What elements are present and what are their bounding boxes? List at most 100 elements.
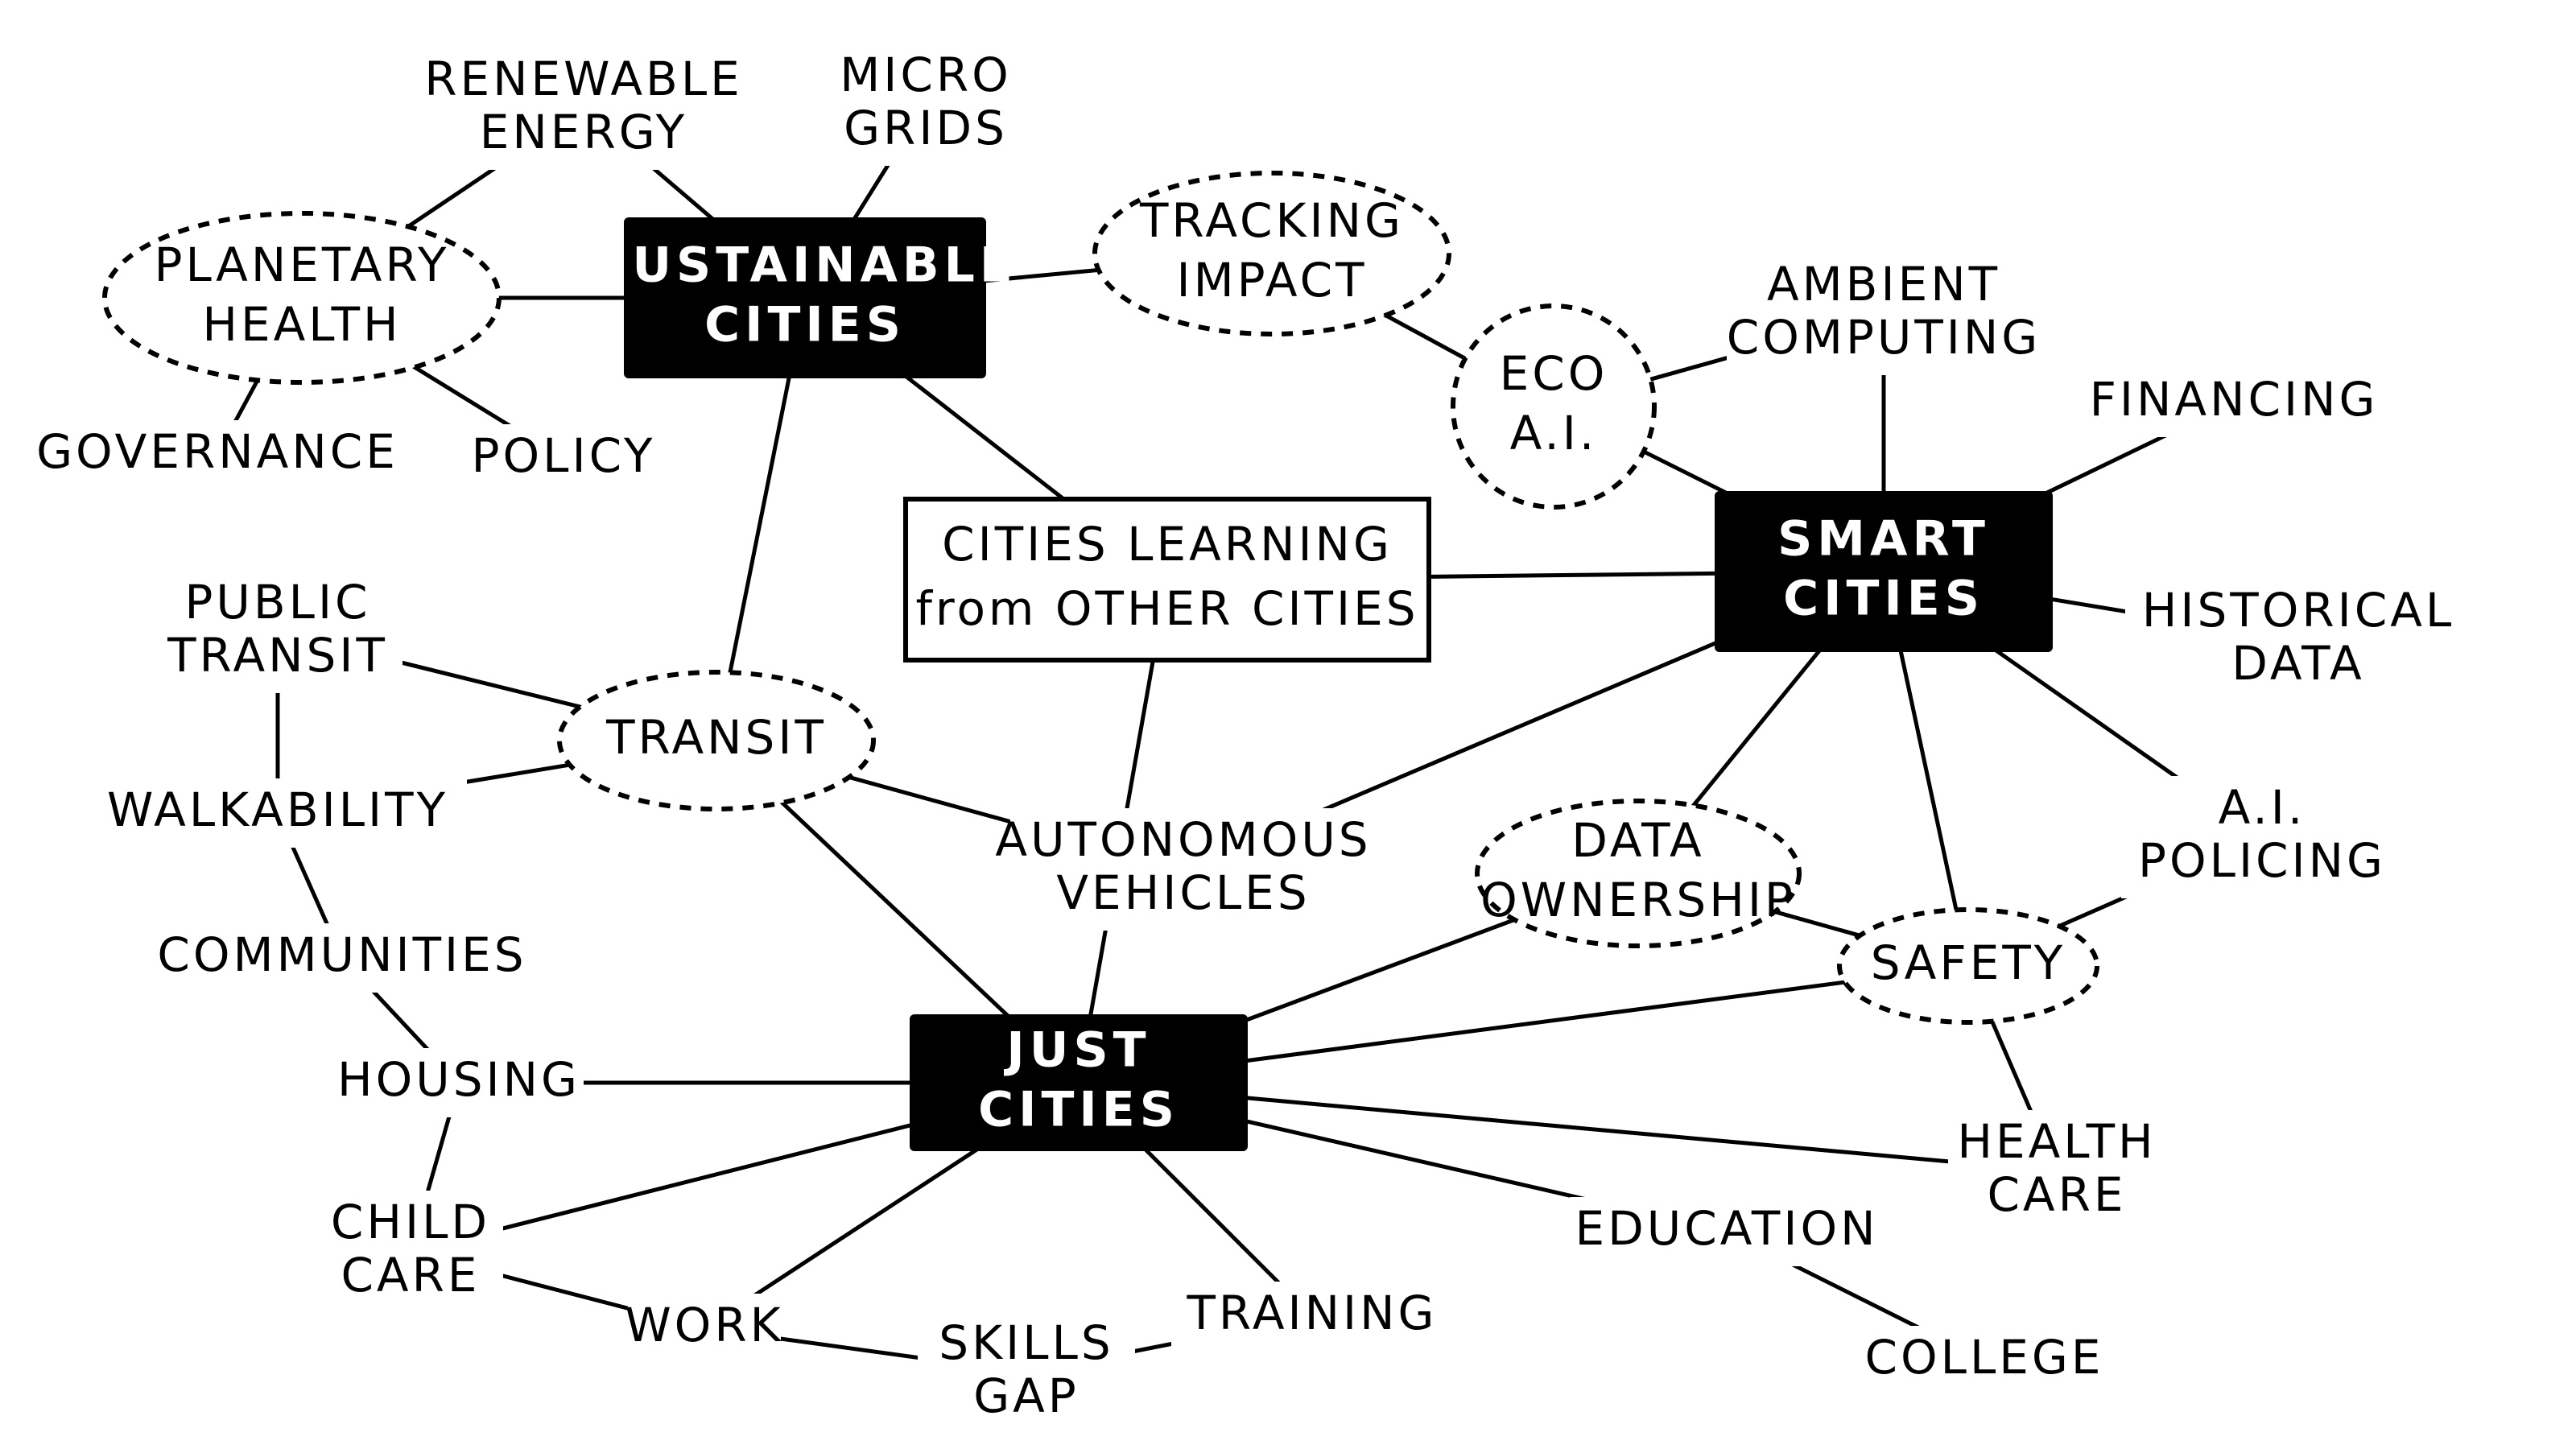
node-college-label-line-1: COLLEGE: [1864, 1330, 2103, 1385]
node-college: COLLEGE: [1860, 1326, 2109, 1395]
node-public-transit-label-line-2: TRANSIT: [167, 628, 388, 683]
node-college-backing: [1860, 1326, 2109, 1395]
node-micro-grids-label-line-1: MICRO: [840, 47, 1012, 102]
node-work-backing: [628, 1294, 781, 1363]
node-renewable-energy-label-line-1: RENEWABLE: [424, 52, 743, 106]
node-autonomous-vehicles-label-line-2: VEHICLES: [1056, 865, 1310, 920]
node-ai-policing-label-line-1: A.I.: [2219, 780, 2306, 835]
node-governance: GOVERNANCE: [36, 420, 398, 489]
node-layer: SUSTAINABLECITIESSMARTCITIESJUSTCITIESCI…: [36, 43, 2471, 1434]
node-policy-backing: [455, 424, 672, 493]
node-historical-data-backing: [2125, 579, 2471, 701]
node-tracking-impact-bubble: [1092, 171, 1451, 336]
node-skills-gap-label-line-1: SKILLS: [939, 1315, 1113, 1370]
node-health-care-label-line-2: CARE: [1987, 1167, 2126, 1222]
node-smart-cities-box: [1715, 491, 2053, 652]
node-micro-grids-label-line-2: GRIDS: [844, 101, 1008, 155]
node-cities-learning: CITIES LEARNING from OTHER CITIES: [903, 497, 1431, 663]
node-ai-policing-backing: [2121, 776, 2403, 898]
node-policy: POLICY: [455, 424, 672, 493]
node-housing-label-line-1: HOUSING: [337, 1052, 580, 1107]
node-work-label-line-1: WORK: [625, 1298, 783, 1352]
node-education-label-line-1: EDUCATION: [1575, 1201, 1878, 1256]
node-training: TRAINING: [1171, 1282, 1453, 1351]
node-financing: FINANCING: [2077, 368, 2391, 437]
node-sustainable-cities-box: [624, 217, 986, 378]
node-skills-gap-label-line-2: GAP: [973, 1368, 1080, 1423]
node-communities: COMMUNITIES: [153, 923, 531, 993]
node-walkability: WALKABILITY: [89, 778, 467, 848]
node-financing-backing: [2077, 368, 2391, 437]
node-smart-cities-label-line-2: CITIES: [1783, 571, 1984, 627]
node-tracking-impact-label-line-2: IMPACT: [1177, 253, 1368, 308]
node-sustainable-cities-label-line-2: CITIES: [704, 297, 906, 353]
node-ai-policing: A.I.POLICING: [2121, 776, 2403, 898]
node-housing: HOUSING: [334, 1048, 584, 1117]
node-child-care-label-line-2: CARE: [341, 1248, 480, 1302]
node-public-transit-label-line-1: PUBLIC: [184, 575, 370, 630]
node-transit-label-line-1: TRANSIT: [605, 710, 827, 765]
node-cities-learning-label-line-2: from OTHER CITIES: [915, 581, 1418, 636]
node-just-cities-label-line-1: JUST: [1003, 1022, 1150, 1079]
node-planetary-health-label-line-2: HEALTH: [202, 297, 401, 352]
node-ambient-computing-backing: [1727, 253, 2041, 375]
node-communities-backing: [153, 923, 531, 993]
node-autonomous-vehicles-backing: [1010, 808, 1356, 931]
node-financing-label-line-1: FINANCING: [2090, 372, 2379, 427]
node-renewable-energy-backing: [427, 47, 741, 170]
node-safety: SAFETY: [1837, 907, 2099, 1025]
node-training-backing: [1171, 1282, 1453, 1351]
node-housing-backing: [334, 1048, 584, 1117]
node-transit-bubble: [557, 670, 876, 811]
node-just-cities-box: [910, 1014, 1248, 1151]
node-ambient-computing-label-line-2: COMPUTING: [1727, 310, 2041, 365]
node-governance-label-line-1: GOVERNANCE: [36, 424, 398, 479]
node-ai-policing-label-line-2: POLICING: [2138, 833, 2386, 888]
node-training-label-line-1: TRAINING: [1187, 1286, 1438, 1340]
node-child-care-label-line-1: CHILD: [331, 1195, 490, 1249]
node-skills-gap-backing: [918, 1311, 1135, 1434]
node-public-transit-backing: [153, 571, 402, 693]
node-smart-cities-label-line-1: SMART: [1777, 511, 1990, 568]
node-safety-bubble: [1837, 907, 2099, 1025]
node-health-care-label-line-1: HEALTH: [1957, 1114, 2156, 1169]
node-ambient-computing-label-line-1: AMBIENT: [1767, 257, 2000, 312]
node-just-cities-label-line-2: CITIES: [978, 1082, 1179, 1138]
node-governance-backing: [44, 420, 390, 489]
node-policy-label-line-1: POLICY: [472, 428, 656, 483]
node-eco-ai-label-line-2: A.I.: [1510, 406, 1598, 460]
node-work: WORK: [625, 1294, 783, 1363]
node-eco-ai-label-line-1: ECO: [1500, 346, 1608, 401]
node-eco-ai-bubble: [1451, 303, 1657, 510]
node-safety-label-line-1: SAFETY: [1871, 935, 2066, 990]
node-education: EDUCATION: [1570, 1197, 1884, 1266]
node-historical-data-label-line-2: DATA: [2231, 636, 2364, 691]
node-planetary-health-bubble: [102, 211, 502, 385]
node-cities-learning-label-line-1: CITIES LEARNING: [942, 517, 1393, 572]
node-autonomous-vehicles-label-line-1: AUTONOMOUS: [995, 812, 1371, 867]
node-communities-label-line-1: COMMUNITIES: [157, 927, 526, 982]
node-renewable-energy-label-line-2: ENERGY: [480, 105, 687, 159]
node-child-care-backing: [318, 1191, 503, 1313]
node-planetary-health-label-line-1: PLANETARY: [155, 237, 450, 292]
node-walkability-label-line-1: WALKABILITY: [107, 782, 448, 837]
node-tracking-impact-label-line-1: TRACKING: [1139, 193, 1404, 248]
node-data-ownership-label-line-2: OWNERSHIP: [1480, 873, 1796, 927]
node-education-backing: [1570, 1197, 1884, 1266]
